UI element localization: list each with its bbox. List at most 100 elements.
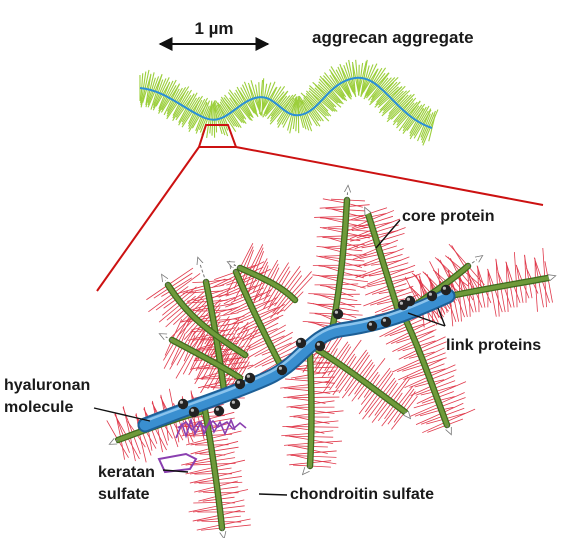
chondroitin-sulfate-chain: [340, 278, 368, 281]
chondroitin-sulfate-chain: [314, 216, 346, 217]
zoom-line-left: [97, 147, 199, 291]
chondroitin-sulfate-chain: [242, 339, 267, 352]
link-protein-highlight: [191, 409, 194, 412]
chondroitin-sulfate-chains: [107, 199, 553, 530]
link-protein: [405, 296, 415, 306]
chondroitin-sulfate-chain: [146, 285, 168, 300]
chondroitin-sulfate-chain: [254, 279, 263, 301]
chondroitin-sulfate-chain: [286, 404, 311, 407]
core-protein-label: core protein: [402, 208, 494, 225]
link-protein: [381, 317, 391, 327]
chondroitin-sulfate-chain: [387, 265, 415, 276]
link-proteins-label: link proteins: [446, 337, 541, 354]
keratan-sulfate-label-line2: sulfate: [98, 486, 150, 503]
chondroitin-sulfate-chain: [322, 226, 345, 228]
chondroitin-sulfate-chain: [285, 379, 311, 381]
aggrecan-aggregate-illustration: [140, 60, 438, 146]
link-protein-highlight: [232, 401, 235, 404]
extension-arrow: [198, 258, 206, 282]
extension-arrow: [468, 256, 482, 266]
chondroitin-sulfate-chain: [212, 447, 239, 451]
chondroitin-sulfate-chain: [248, 345, 271, 358]
chondroitin-sulfate-chain: [159, 304, 181, 323]
chondroitin-sulfate-chain: [514, 252, 516, 284]
link-protein: [230, 399, 240, 409]
scale-bar-label: 1 µm: [194, 19, 233, 38]
chondroitin-sulfate-chain: [374, 368, 390, 389]
chondroitin-sulfate-chain: [341, 269, 366, 272]
link-protein: [296, 338, 306, 348]
chondroitin-sulfate-chain: [435, 257, 455, 276]
chondroitin-sulfate-chain: [543, 248, 545, 279]
chondroitin-sulfate-chain: [195, 360, 210, 384]
link-protein: [235, 379, 245, 389]
chondroitin-sulfate-chain: [226, 323, 239, 342]
chondroitin-sulfate-chain: [115, 412, 121, 438]
zoom-box: [199, 125, 236, 147]
chondroitin-sulfate-chain: [285, 271, 301, 292]
link-protein: [189, 407, 199, 417]
chondroitin-sulfate-chain: [293, 277, 313, 298]
chondroitin-leader: [259, 494, 287, 495]
link-protein: [178, 399, 188, 409]
chondroitin-sulfate-chain: [412, 273, 431, 294]
extension-arrow: [303, 466, 310, 474]
link-protein-highlight: [216, 408, 219, 411]
chondroitin-sulfate-chain: [323, 366, 342, 392]
chondroitin-sulfate-chain: [222, 525, 251, 528]
chondroitin-sulfate-chain: [213, 458, 235, 461]
aggrecan-aggregate-label: aggrecan aggregate: [312, 28, 474, 47]
chondroitin-sulfate-chain: [369, 397, 385, 418]
chondroitin-sulfate-chain: [539, 280, 544, 308]
link-protein-highlight: [407, 298, 410, 301]
chondroitin-sulfate-chain: [220, 506, 245, 509]
chondroitin-sulfate-chain: [310, 456, 336, 457]
chondroitin-sulfate-chain: [289, 414, 311, 417]
link-protein-highlight: [279, 367, 282, 370]
link-protein: [315, 341, 325, 351]
chondroitin-sulfate-chain: [510, 285, 514, 308]
link-protein: [427, 291, 437, 301]
extension-arrow: [162, 275, 168, 285]
chondroitin-sulfate-chain: [397, 386, 413, 406]
chondroitin-sulfate-chain: [307, 303, 336, 308]
chondroitin-sulfate-chain: [362, 395, 381, 420]
chondroitin-sulfate-chain: [382, 406, 398, 426]
link-protein: [277, 365, 287, 375]
chondroitin-sulfate-chain: [283, 394, 311, 397]
link-protein-highlight: [247, 375, 250, 378]
link-protein: [245, 373, 255, 383]
chondroitin-sulfate-chain: [309, 313, 335, 314]
chondroitin-sulfate-chain: [166, 309, 186, 327]
link-protein-highlight: [429, 293, 432, 296]
chondroitin-sulfate-chain: [234, 326, 248, 348]
chondroitin-sulfate-chain: [252, 280, 266, 305]
chondroitin-sulfate-chain: [535, 280, 537, 312]
chondroitin-sulfate-chain: [170, 273, 193, 288]
chondroitin-sulfate-chain: [288, 388, 311, 390]
chondroitin-sulfate-chain: [342, 377, 358, 398]
core-proteins: [118, 200, 548, 528]
chondroitin-sulfate-chain: [284, 443, 311, 445]
chondroitin-sulfate-chain: [449, 244, 468, 266]
chondroitin-sulfate-chain: [422, 348, 445, 359]
chondroitin-sulfate-chain: [337, 344, 349, 362]
extension-arrow: [228, 262, 240, 268]
chondroitin-sulfate-chain: [400, 389, 414, 408]
leader-lines: [94, 220, 445, 495]
core-protein: [310, 355, 312, 466]
core-protein: [403, 314, 447, 425]
chondroitin-sulfate-chain: [107, 420, 118, 440]
chondroitin-sulfate-chain: [311, 437, 333, 438]
link-protein-highlight: [237, 381, 240, 384]
extension-arrow: [160, 334, 172, 340]
link-protein-highlight: [400, 302, 403, 305]
chondroitin-sulfate-chain: [353, 352, 368, 373]
chondroitin-sulfate-chain: [223, 319, 239, 340]
link-protein: [441, 285, 451, 295]
zoom-line-right: [236, 147, 543, 205]
chondroitin-sulfate-chain: [548, 278, 553, 303]
chondroitin-sulfate-chain: [170, 316, 193, 339]
